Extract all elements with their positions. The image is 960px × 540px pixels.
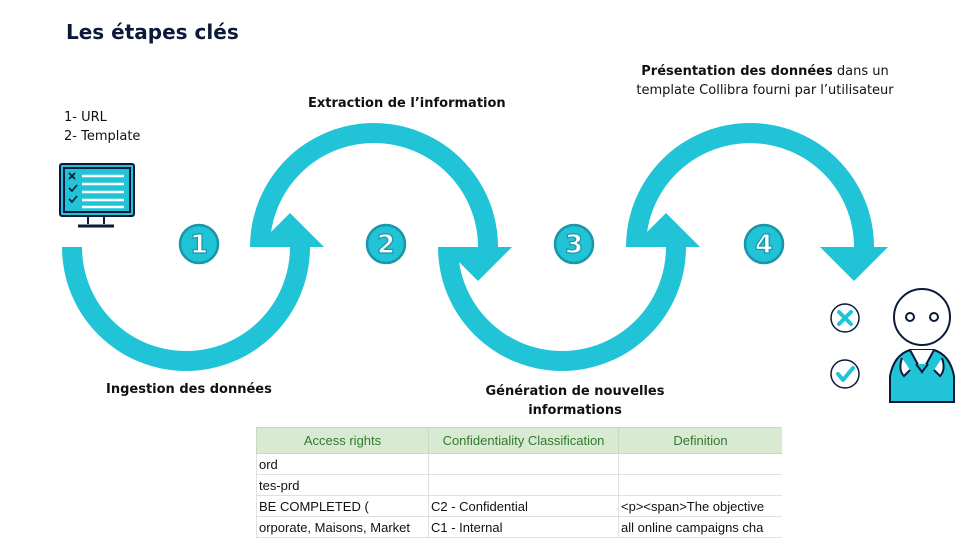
- presentation-label-bold: Présentation des données: [641, 64, 833, 79]
- table-row: orporate, Maisons, Market C1 - Internal …: [256, 516, 782, 538]
- ingestion-label: Ingestion des données: [106, 382, 272, 397]
- table-cell: [618, 453, 782, 475]
- table-cell: C2 - Confidential: [428, 495, 619, 517]
- step-1-number: 1: [190, 230, 208, 260]
- spreadsheet-table: Access rights Confidentiality Classifica…: [256, 427, 782, 538]
- page-title: Les étapes clés: [66, 20, 239, 44]
- generation-label: Génération de nouvelles informations: [485, 384, 665, 418]
- table-row: tes-prd: [256, 474, 782, 496]
- monitor-icon: [59, 163, 135, 228]
- spreadsheet-preview: Access rights Confidentiality Classifica…: [256, 427, 782, 540]
- close-circle-icon: [830, 303, 860, 333]
- wave-arrow-extraction: [250, 123, 512, 281]
- presentation-label: Présentation des données dans un templat…: [630, 62, 900, 100]
- presentation-label-rest: dans un template Collibra fourni par l’u…: [636, 64, 894, 98]
- table-cell: [428, 474, 619, 496]
- header-access-rights: Access rights: [256, 427, 429, 454]
- input-label: 1- URL 2- Template: [64, 108, 140, 146]
- step-3-number: 3: [565, 230, 583, 260]
- table-row: ) BE COMPLETED C2 - Confidential <p><spa…: [256, 495, 782, 517]
- table-cell: ) BE COMPLETED: [256, 495, 429, 517]
- table-cell: [428, 453, 619, 475]
- step-4-badge: [743, 223, 785, 265]
- table-cell: [618, 474, 782, 496]
- step-2-badge: [365, 223, 407, 265]
- check-circle-icon: [830, 359, 860, 389]
- table-cell: <p><span>The objective: [618, 495, 782, 517]
- step-3-badge: [553, 223, 595, 265]
- input-template-label: 2- Template: [64, 129, 141, 144]
- header-confidentiality: Confidentiality Classification: [428, 427, 619, 454]
- input-url-label: 1- URL: [64, 110, 107, 125]
- table-cell: tes-prd: [256, 474, 429, 496]
- table-cell: orporate, Maisons, Market: [256, 516, 429, 538]
- extraction-label: Extraction de l’information: [308, 96, 506, 111]
- step-4-number: 4: [755, 230, 773, 260]
- table-row: ord: [256, 453, 782, 475]
- user-icon: [889, 288, 955, 403]
- step-2-number: 2: [377, 230, 395, 260]
- table-cell: C1 - Internal: [428, 516, 619, 538]
- wave-arrow-presentation: [626, 123, 888, 281]
- step-1-badge: [178, 223, 220, 265]
- wave-arrow-generation: [438, 213, 700, 371]
- header-definition: Definition: [618, 427, 782, 454]
- table-cell: ord: [256, 453, 429, 475]
- table-cell: all online campaigns cha: [618, 516, 782, 538]
- wave-arrow-ingestion: [62, 213, 324, 371]
- spreadsheet-header-row: Access rights Confidentiality Classifica…: [256, 427, 782, 454]
